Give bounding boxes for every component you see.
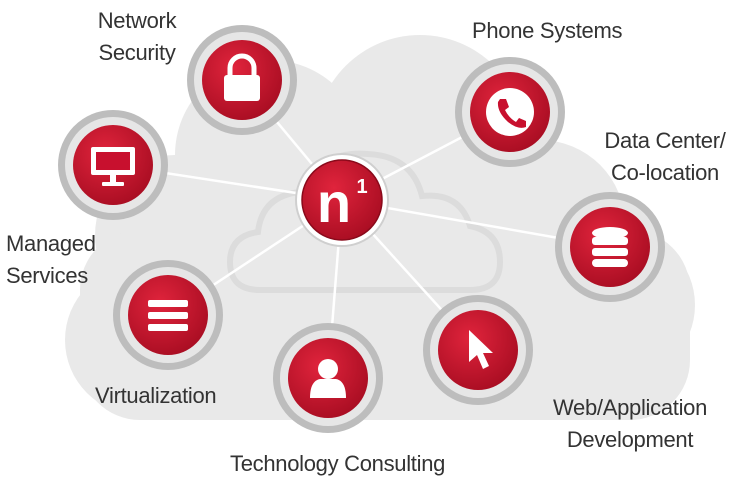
label-virtualization-line1: Virtualization <box>95 383 217 408</box>
label-technology-consulting: Technology Consulting <box>230 448 445 480</box>
hub-logo-letter: n <box>317 171 351 234</box>
label-network-security-line2: Security <box>98 40 176 65</box>
label-web-app-dev: Web/Application Development <box>545 392 715 456</box>
node-virtualization <box>113 260 223 370</box>
phone-icon <box>497 99 526 128</box>
node-phone-systems <box>455 57 565 167</box>
hub-logo-superscript: 1 <box>356 176 367 198</box>
label-web-app-dev-line1: Web/Application <box>552 395 708 420</box>
node-network-security <box>187 25 297 135</box>
label-virtualization: Virtualization <box>95 380 217 412</box>
database-icon <box>592 227 628 267</box>
label-managed-services-line1: Managed <box>6 231 96 256</box>
label-managed-services: Managed Services <box>6 228 96 292</box>
label-data-center-line2: Co-location <box>611 160 719 185</box>
node-data-center <box>555 192 665 302</box>
menu-icon <box>148 300 188 331</box>
label-phone-systems: Phone Systems <box>472 15 622 47</box>
node-managed-services <box>58 110 168 220</box>
label-technology-consulting-line1: Technology Consulting <box>230 451 446 476</box>
lock-icon <box>224 53 260 101</box>
cursor-icon <box>469 330 493 369</box>
node-web-app-dev <box>423 295 533 405</box>
label-managed-services-line2: Services <box>6 263 88 288</box>
label-data-center-line1: Data Center/ <box>604 128 726 153</box>
monitor-icon <box>91 147 135 186</box>
label-network-security: Network Security <box>82 5 192 69</box>
label-web-app-dev-line2: Development <box>566 427 694 452</box>
node-technology-consulting <box>273 323 383 433</box>
label-data-center: Data Center/ Co-location <box>600 125 730 189</box>
hub-logo: n 1 <box>295 153 389 247</box>
inner-cloud-outline <box>226 150 504 293</box>
label-network-security-line1: Network <box>97 8 177 33</box>
user-icon <box>310 359 346 398</box>
label-phone-systems-line1: Phone Systems <box>472 18 623 43</box>
